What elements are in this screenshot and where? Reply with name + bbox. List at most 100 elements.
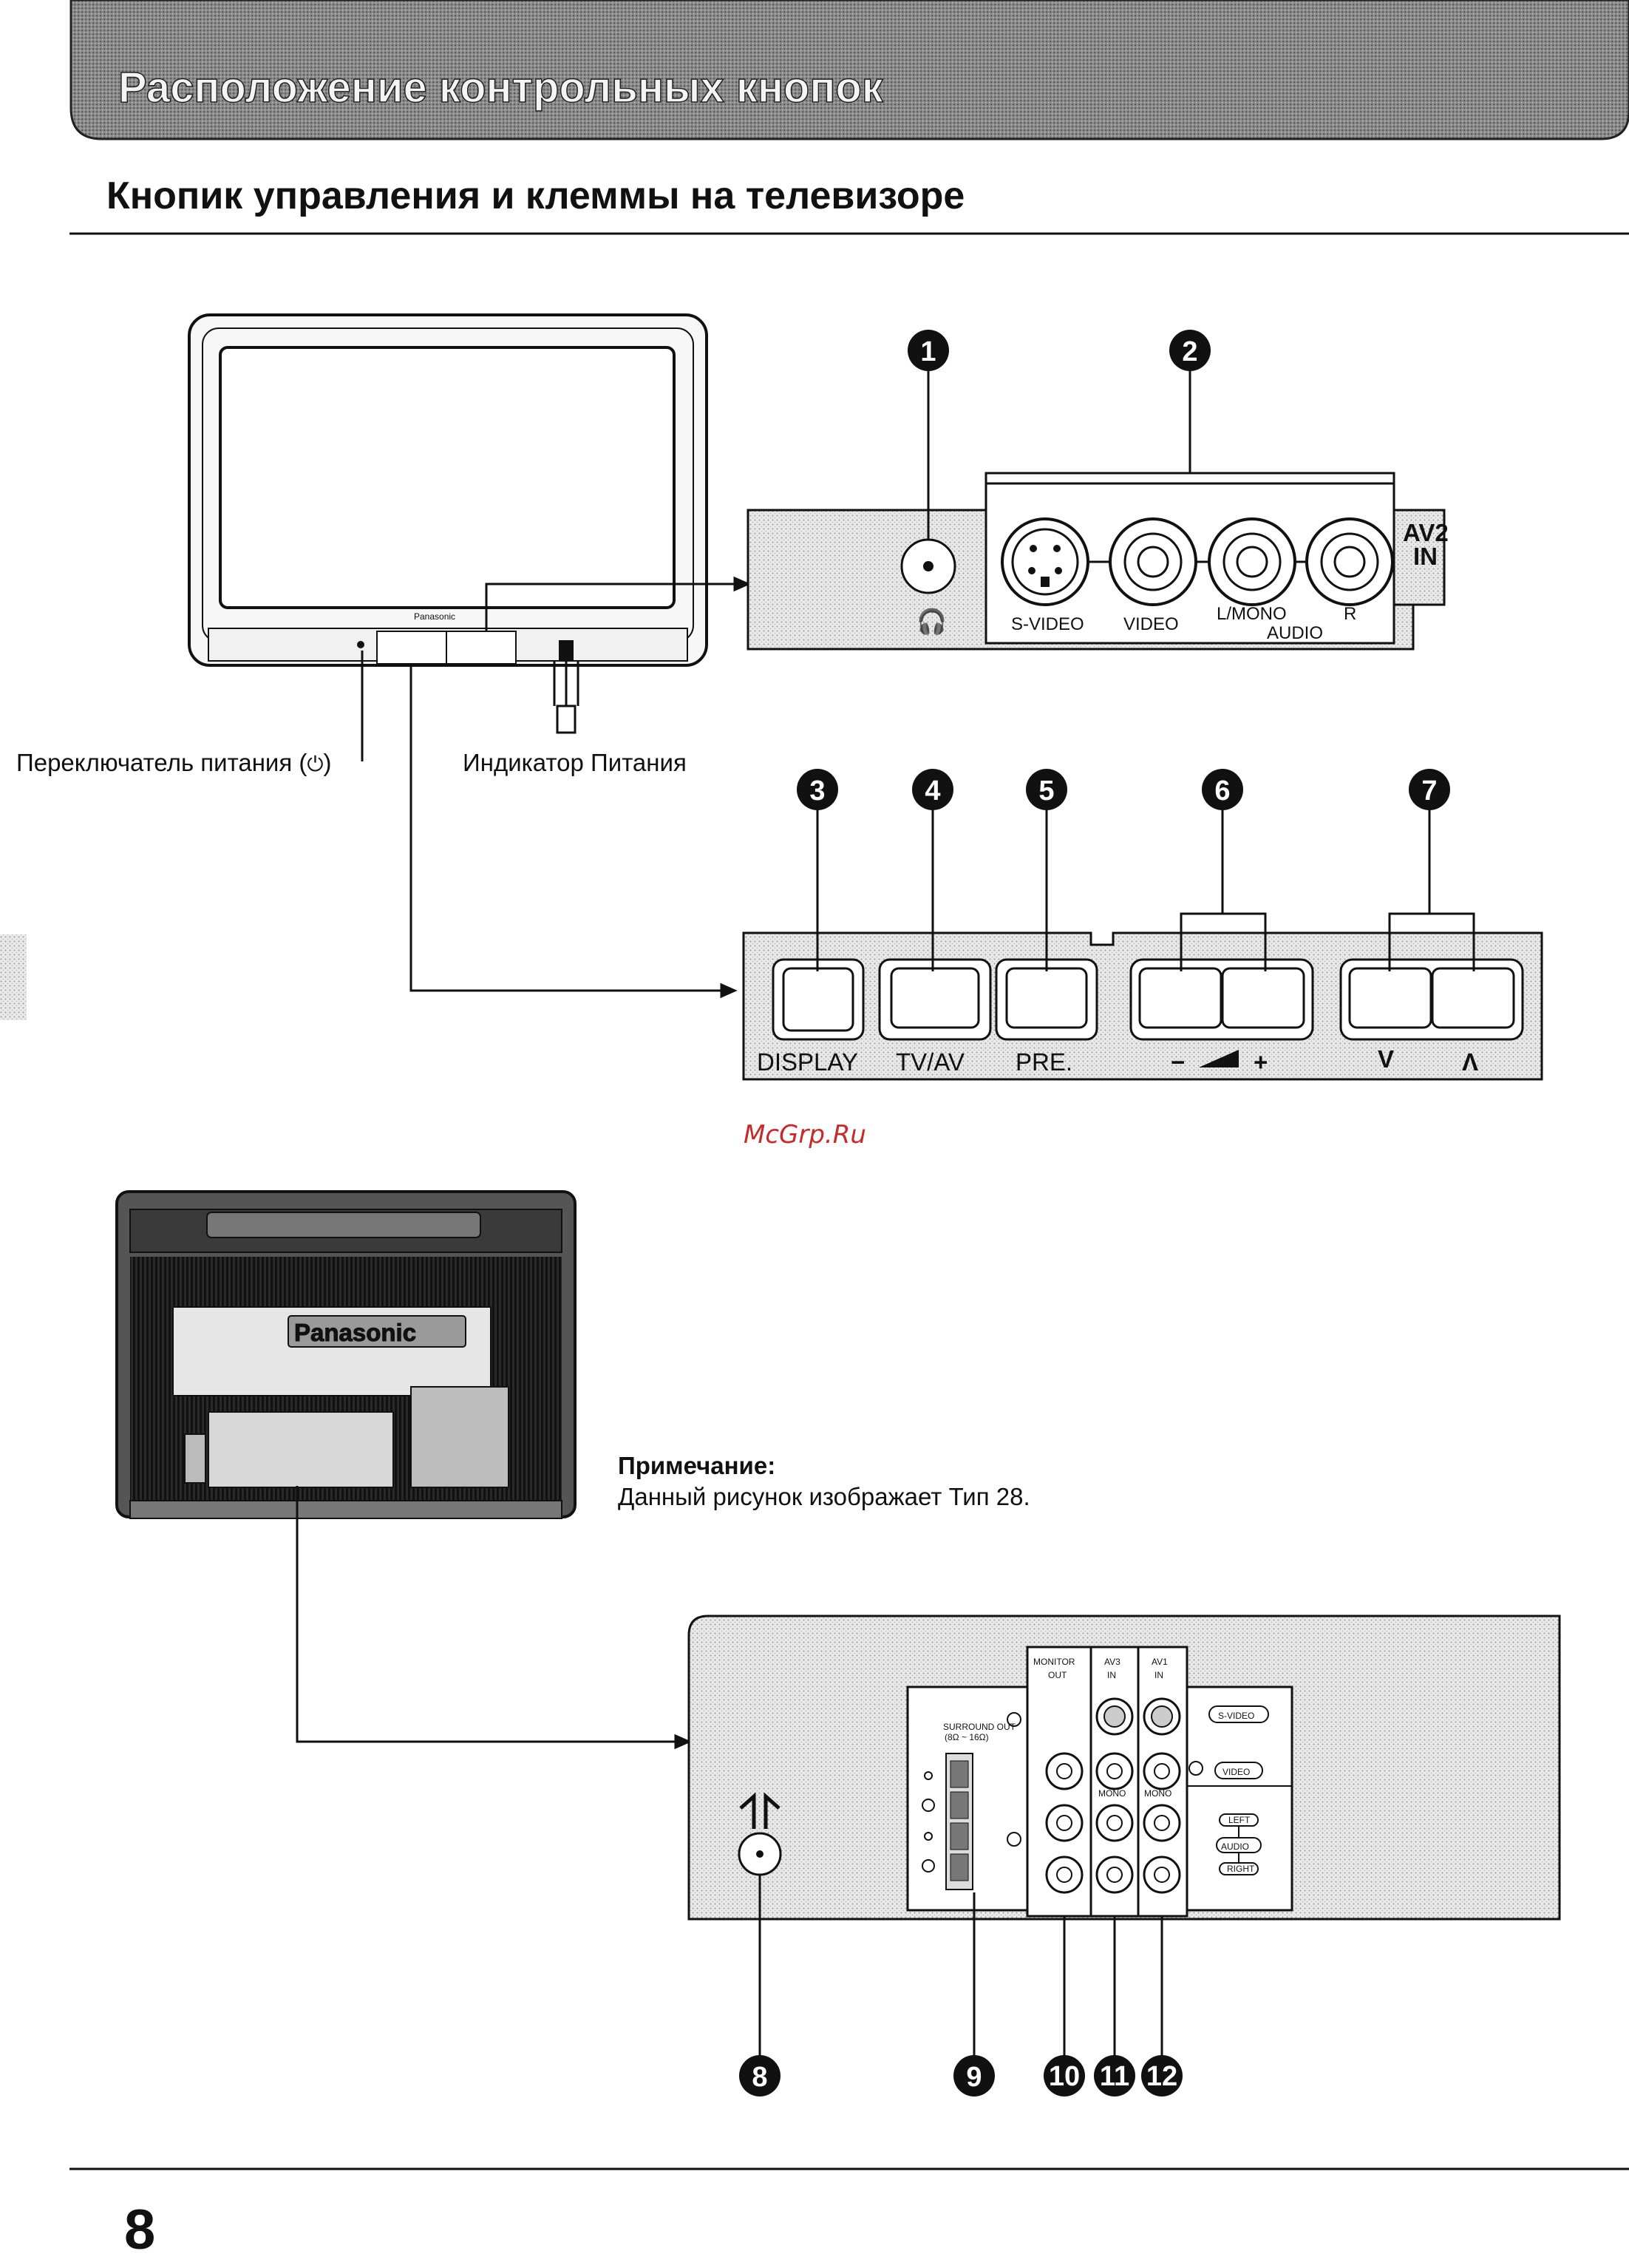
volume-minus-label: − <box>1171 1048 1185 1076</box>
front-tv-illustration: Panasonic <box>188 313 708 667</box>
svg-text:7: 7 <box>1421 775 1437 807</box>
svg-text:5: 5 <box>1038 775 1054 807</box>
rear-video-label: VIDEO <box>1222 1767 1250 1777</box>
av3-video-jack[interactable] <box>1095 1752 1134 1790</box>
header-title: Расположение контрольных кнопок <box>118 64 884 112</box>
svg-text:10: 10 <box>1049 2061 1080 2092</box>
av1-mono-label: MONO <box>1144 1788 1171 1799</box>
rear-tv-illustration: Panasonic <box>115 1190 577 1519</box>
av3-svideo-jack[interactable] <box>1095 1697 1134 1736</box>
surround-terminals[interactable] <box>950 1760 969 1881</box>
svideo-jack[interactable] <box>1001 517 1089 606</box>
callout-6: 6 <box>1180 769 1267 971</box>
av1-svideo-jack[interactable] <box>1143 1697 1181 1736</box>
front-tv-leader-lines <box>361 576 751 999</box>
headphone-jack[interactable] <box>900 538 956 594</box>
r-label: R <box>1344 604 1356 624</box>
display-label: DISPLAY <box>757 1048 858 1076</box>
pre-label: PRE. <box>1016 1048 1072 1076</box>
volume-up-button[interactable] <box>1221 967 1305 1029</box>
callout-4: 4 <box>912 769 953 971</box>
note-text: Данный рисунок изображает Тип 28. <box>618 1483 1030 1510</box>
av2-in-label: IN <box>1413 543 1438 570</box>
lmono-label: L/MONO <box>1217 604 1287 624</box>
callout-10: 10 <box>1044 1916 1085 2096</box>
power-indicator-label: Индикатор Питания <box>463 749 687 776</box>
av3-audio-left-jack[interactable] <box>1095 1804 1134 1842</box>
callout-3: 3 <box>797 769 838 971</box>
video-jack[interactable] <box>1109 517 1197 606</box>
audio-label: AUDIO <box>1267 623 1323 643</box>
callout-5: 5 <box>1026 769 1067 971</box>
preset-button[interactable] <box>995 958 1098 1041</box>
monitor-out-audio-left-jack[interactable] <box>1045 1804 1084 1842</box>
volume-plus-label: + <box>1254 1048 1268 1076</box>
callout-1: 1 <box>908 330 949 540</box>
channel-down-label: V <box>1378 1045 1394 1073</box>
av1-audio-right-jack[interactable] <box>1143 1856 1181 1894</box>
av1-label: AV1 <box>1152 1657 1168 1667</box>
svg-text:2: 2 <box>1182 336 1197 367</box>
svideo-label: S-VIDEO <box>1011 614 1084 634</box>
surround-ohm-label: (8Ω ~ 16Ω) <box>945 1732 989 1742</box>
av2-label: AV2 <box>1403 519 1449 546</box>
side-edge-mark <box>0 934 27 1020</box>
rear-left-label: LEFT <box>1228 1815 1251 1825</box>
svg-text:1: 1 <box>920 336 936 367</box>
svg-text:6: 6 <box>1214 775 1230 807</box>
av3-audio-right-jack[interactable] <box>1095 1856 1134 1894</box>
av1-audio-left-jack[interactable] <box>1143 1804 1181 1842</box>
svg-text:12: 12 <box>1146 2061 1177 2092</box>
svg-text:8: 8 <box>752 2062 767 2093</box>
video-label: VIDEO <box>1123 614 1179 634</box>
watermark: McGrp.Ru <box>744 1120 866 1150</box>
rear-connection-panel: SURROUND OUT (8Ω ~ 16Ω) MONITOR OUT AV3 … <box>687 1615 1561 1921</box>
page-number: 8 <box>124 2199 155 2261</box>
callout-8: 8 <box>739 1875 781 2096</box>
volume-down-button[interactable] <box>1138 967 1222 1029</box>
note-heading: Примечание: <box>618 1452 775 1479</box>
rear-svideo-label: S-VIDEO <box>1218 1711 1254 1721</box>
aerial-input[interactable] <box>738 1832 782 1876</box>
svg-text:9: 9 <box>966 2062 982 2093</box>
audio-l-mono-jack[interactable] <box>1208 517 1296 606</box>
monitor-out-audio-right-jack[interactable] <box>1045 1856 1084 1894</box>
callout-11: 11 <box>1094 1916 1135 2096</box>
power-switch-dot <box>357 641 364 648</box>
front-button-panel: DISPLAY TV/AV PRE. − + V Λ <box>742 931 1543 1081</box>
front-tv-brand: Panasonic <box>414 611 455 622</box>
aerial-icon <box>739 1792 781 1829</box>
power-switch-label: Переключатель питания (⏻) <box>16 749 332 776</box>
rear-audio-label: AUDIO <box>1221 1841 1249 1852</box>
svg-text:11: 11 <box>1100 2061 1129 2092</box>
av2-input-panel: AV2 IN 🎧 <box>747 472 1449 651</box>
rear-tv-leader-line <box>296 1486 692 1750</box>
callout-7: 7 <box>1388 769 1475 971</box>
av3-mono-label: MONO <box>1098 1788 1126 1799</box>
monitor-out-label: OUT <box>1048 1670 1067 1680</box>
section-title: Кнопик управления и клеммы на телевизоре <box>106 174 965 217</box>
tv-av-button[interactable] <box>878 958 992 1041</box>
svg-text:4: 4 <box>925 775 940 807</box>
display-button[interactable] <box>772 958 865 1041</box>
header-banner: Расположение контрольных кнопок <box>69 0 1629 140</box>
callout-2: 2 <box>1169 330 1211 473</box>
channel-up-label: Λ <box>1462 1048 1478 1076</box>
svg-text:3: 3 <box>809 775 825 807</box>
channel-up-button[interactable] <box>1431 967 1515 1029</box>
callout-9: 9 <box>953 1892 995 2096</box>
av1-in-label: IN <box>1154 1670 1163 1680</box>
tv-av-label: TV/AV <box>896 1048 965 1076</box>
audio-r-jack[interactable] <box>1305 517 1394 606</box>
channel-down-button[interactable] <box>1348 967 1432 1029</box>
rear-tv-brand: Panasonic <box>294 1319 416 1346</box>
av3-label: AV3 <box>1104 1657 1120 1667</box>
headphone-icon: 🎧 <box>916 608 947 636</box>
surround-out-label: SURROUND OUT <box>943 1722 1016 1732</box>
monitor-out-video-jack[interactable] <box>1045 1752 1084 1790</box>
callout-12: 12 <box>1141 1916 1183 2096</box>
av3-in-label: IN <box>1107 1670 1116 1680</box>
volume-icon <box>1199 1050 1239 1067</box>
av1-video-jack[interactable] <box>1143 1752 1181 1790</box>
